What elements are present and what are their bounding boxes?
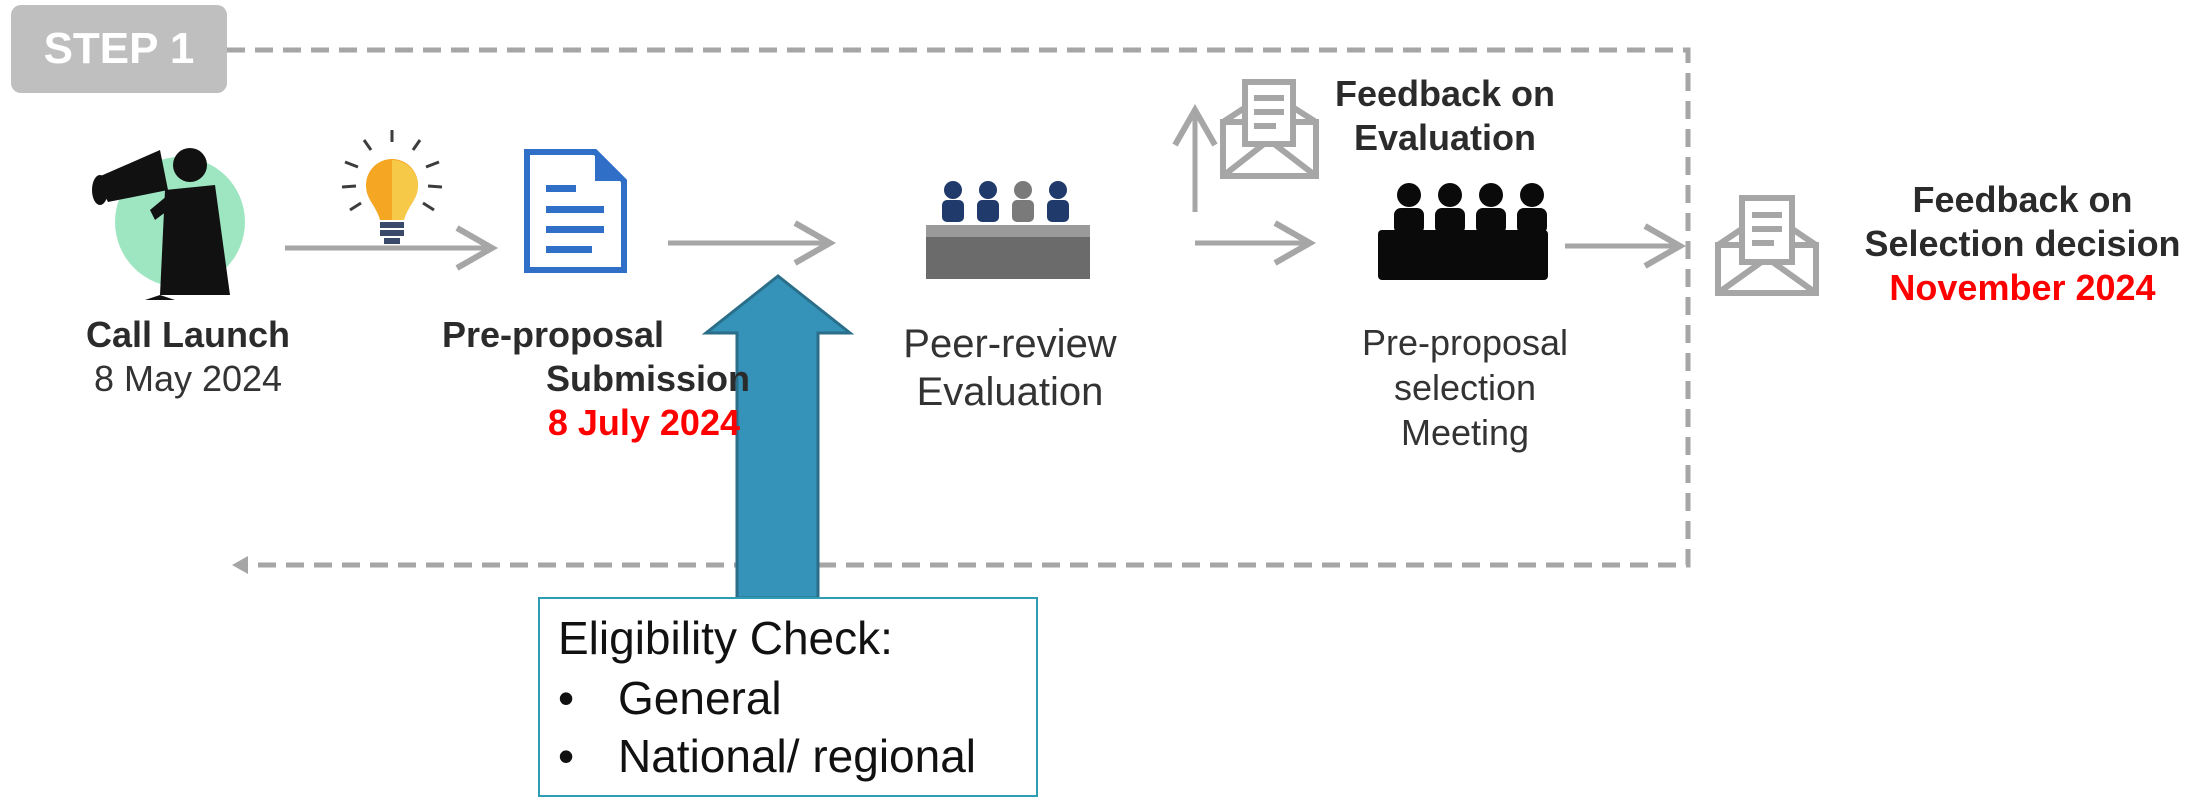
submission-title-line2: Submission xyxy=(545,358,750,399)
call-launch-title: Call Launch xyxy=(85,314,291,355)
selection-meeting-label: Pre-proposal selection Meeting xyxy=(1330,320,1600,455)
eligibility-item-national: National/ regional xyxy=(618,730,977,782)
selection-meeting-line1: Pre-proposal xyxy=(1361,322,1569,363)
envelope-evaluation-icon xyxy=(1220,79,1319,179)
submission-label: Pre-proposal Submission 8 July 2024 xyxy=(420,313,750,445)
selection-meeting-icon xyxy=(1378,183,1548,280)
document-icon xyxy=(524,149,627,273)
step-badge: STEP 1 xyxy=(11,5,227,93)
feedback-evaluation-line1: Feedback on xyxy=(1334,73,1556,114)
submission-title-line1: Pre-proposal xyxy=(442,314,665,355)
feedback-evaluation-line2: Evaluation xyxy=(1353,117,1537,158)
feedback-selection-line1: Feedback on xyxy=(1912,179,2133,220)
peer-review-line1: Peer-review xyxy=(903,322,1117,366)
feedback-selection-date: November 2024 xyxy=(1889,267,2156,308)
submission-date: 8 July 2024 xyxy=(547,402,740,443)
blue-arrow-to-process xyxy=(701,274,855,600)
eligibility-check-box: Eligibility Check: • General • National/… xyxy=(538,597,1038,797)
feedback-selection-line2: Selection decision xyxy=(1864,223,2181,264)
bullet-marker: • xyxy=(558,672,575,724)
eligibility-list: • General • National/ regional xyxy=(558,669,1018,785)
review-panel-icon xyxy=(926,181,1090,279)
eligibility-title: Eligibility Check: xyxy=(558,612,893,664)
peer-review-label: Peer-review Evaluation xyxy=(860,320,1160,416)
bullet-marker: • xyxy=(558,730,575,782)
peer-review-line2: Evaluation xyxy=(916,370,1104,414)
eligibility-item: • General xyxy=(558,669,1018,727)
eligibility-item: • National/ regional xyxy=(558,727,1018,785)
megaphone-person-icon xyxy=(92,148,245,300)
envelope-selection-icon xyxy=(1715,195,1819,296)
call-launch-label: Call Launch 8 May 2024 xyxy=(48,313,328,401)
feedback-selection-label: Feedback on Selection decision November … xyxy=(1845,178,2200,310)
feedback-loop-dashed-line xyxy=(227,47,1691,574)
call-launch-date: 8 May 2024 xyxy=(93,358,283,399)
feedback-evaluation-label: Feedback on Evaluation xyxy=(1320,72,1570,160)
eligibility-item-general: General xyxy=(618,672,782,724)
lightbulb-icon xyxy=(341,130,443,244)
selection-meeting-line3: Meeting xyxy=(1400,412,1530,453)
selection-meeting-line2: selection xyxy=(1393,367,1537,408)
